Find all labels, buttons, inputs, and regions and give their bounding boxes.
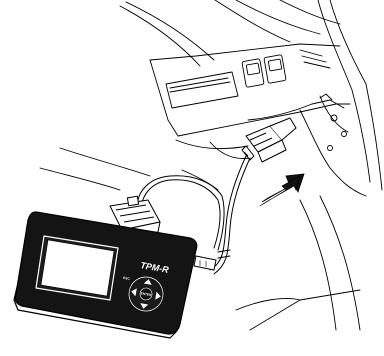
obd2-connector [242,118,296,162]
insertion-arrow-icon [260,174,304,206]
tpm-r-handheld-tool: TPM-R ENTER ESC [14,212,216,338]
